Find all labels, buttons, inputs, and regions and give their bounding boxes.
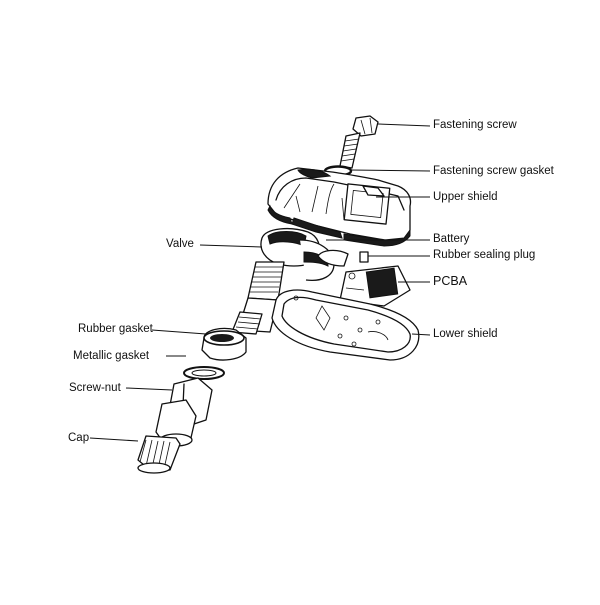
leader-fastening-screw	[377, 123, 431, 127]
label-valve: Valve	[166, 238, 194, 250]
lower-shield-part	[271, 289, 420, 361]
rubber-sealing-plug-part	[359, 251, 369, 263]
leader-screw-nut	[125, 387, 173, 391]
label-rubber-gasket: Rubber gasket	[78, 323, 153, 335]
label-battery: Battery	[433, 233, 470, 245]
label-pcba: PCBA	[433, 274, 468, 288]
label-upper-shield: Upper shield	[433, 191, 498, 203]
screw-nut-part	[155, 377, 213, 447]
metallic-gasket-part	[183, 366, 225, 380]
label-fastening-screw-gasket: Fastening screw gasket	[433, 165, 554, 177]
leader-fastening-screw-gasket	[349, 169, 431, 172]
label-screw-nut: Screw-nut	[69, 382, 121, 394]
label-fastening-screw: Fastening screw	[433, 119, 517, 131]
leader-cap	[89, 437, 139, 442]
cap-part	[137, 435, 181, 474]
label-cap: Cap	[68, 432, 90, 444]
fastening-screw-part	[339, 115, 379, 169]
label-lower-shield: Lower shield	[433, 328, 498, 340]
label-metallic-gasket: Metallic gasket	[73, 350, 150, 362]
upper-shield-part	[267, 167, 412, 247]
pcba-part	[339, 265, 411, 307]
label-rubber-sealing-plug: Rubber sealing plug	[433, 249, 536, 261]
battery-part	[317, 249, 349, 267]
leader-lines	[89, 123, 431, 442]
leader-lower-shield	[411, 333, 431, 336]
leader-rubber-gasket	[151, 329, 207, 335]
rubber-gasket-part	[201, 327, 247, 361]
leader-valve	[199, 244, 263, 248]
